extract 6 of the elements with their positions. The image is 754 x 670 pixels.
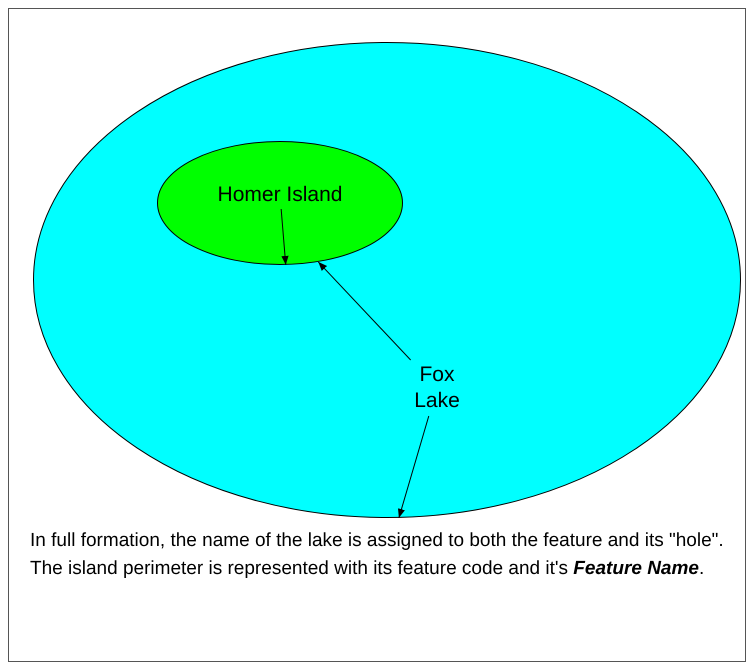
region-label: Fox Lake	[413, 362, 461, 414]
caption: In full formation, the name of the lake is assigned to both the feature and its "hole". The island perimeter is represented with its feature code and it's Feature Name.	[30, 529, 725, 581]
arrow	[318, 261, 412, 360]
arrow	[398, 416, 430, 518]
region-label: Homer Island	[218, 182, 342, 208]
arrow	[280, 208, 289, 266]
